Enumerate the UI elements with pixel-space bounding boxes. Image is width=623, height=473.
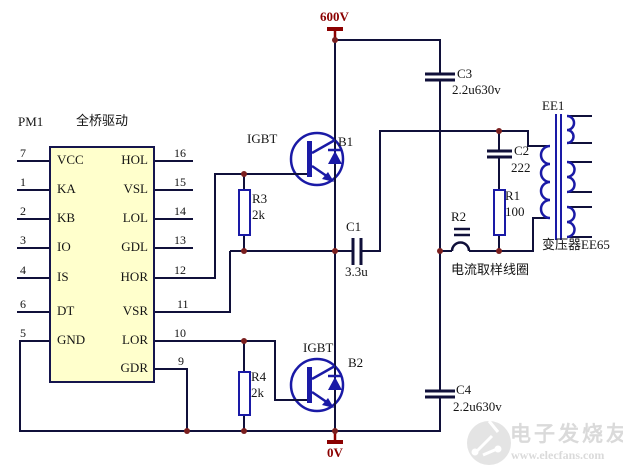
pin-label-vsl: VSL xyxy=(123,181,148,196)
igbt-b1-type-label: IGBT xyxy=(247,131,278,146)
capacitor-c1-value: 3.3u xyxy=(345,264,368,279)
igbt-b2-symbol xyxy=(307,364,342,408)
resistor-r3-value: 2k xyxy=(252,207,265,222)
pin-label-io: IO xyxy=(57,239,71,254)
pin-label-vcc: VCC xyxy=(57,152,84,167)
pin-label-gdr: GDR xyxy=(120,360,148,375)
igbt-b1-symbol xyxy=(307,138,342,182)
resistor-r1-value: 100 xyxy=(505,204,525,219)
watermark-logo-icon xyxy=(467,420,511,465)
watermark-site-name: 电子发烧友 xyxy=(510,422,623,446)
transformer-name-label: 变压器EE65 xyxy=(542,237,610,252)
transformer-ref-label: EE1 xyxy=(542,98,565,113)
pin-label-dt: DT xyxy=(57,303,75,318)
pin-number-12: 12 xyxy=(174,263,186,277)
pin-number-13: 13 xyxy=(174,233,186,247)
pin-number-10: 10 xyxy=(174,326,186,340)
capacitor-c2-value: 222 xyxy=(511,160,531,175)
pin-number-3: 3 xyxy=(20,233,26,247)
pin-label-hor: HOR xyxy=(120,269,148,284)
pin-label-vsr: VSR xyxy=(122,303,148,318)
igbt-b2-body xyxy=(289,357,345,413)
igbt-b1-ref-label: B1 xyxy=(338,134,354,149)
pin-label-ka: KA xyxy=(57,181,76,196)
pin-label-is: IS xyxy=(57,269,69,284)
igbt-b2-ref-label: B2 xyxy=(348,355,364,370)
capacitor-c4-ref: C4 xyxy=(456,382,472,397)
pin-label-kb: KB xyxy=(57,210,76,225)
pin-number-7: 7 xyxy=(20,146,26,160)
resistor-r1-ref: R1 xyxy=(505,188,521,203)
label-0v: 0V xyxy=(327,445,343,460)
igbt-b2-type-label: IGBT xyxy=(303,340,334,355)
resistor-r3-body xyxy=(238,189,251,236)
pin-label-lor: LOR xyxy=(122,332,148,347)
resistor-r4-value: 2k xyxy=(251,385,264,400)
pin-number-2: 2 xyxy=(20,204,26,218)
pin-number-14: 14 xyxy=(174,204,186,218)
pin-number-16: 16 xyxy=(174,146,186,160)
transformer-ee1-symbol xyxy=(539,114,576,240)
label-600v: 600V xyxy=(320,9,349,24)
capacitor-c4 xyxy=(425,389,455,399)
capacitor-c3-ref: C3 xyxy=(457,66,473,81)
wires xyxy=(17,39,592,432)
pin-number-5: 5 xyxy=(20,326,26,340)
pin-label-gnd: GND xyxy=(57,332,86,347)
ic-ref-label: PM1 xyxy=(18,114,44,129)
pin-number-6: 6 xyxy=(20,297,26,311)
capacitor-c2 xyxy=(487,149,512,159)
pin-label-lol: LOL xyxy=(122,210,148,225)
resistor-r3-ref: R3 xyxy=(252,191,268,206)
resistor-r4-body xyxy=(238,371,251,416)
pin-number-9: 9 xyxy=(178,354,184,368)
capacitor-c1-ref: C1 xyxy=(346,219,362,234)
watermark-site-url: www.elecfans.com xyxy=(511,448,605,462)
igbt-b1-body xyxy=(289,131,345,187)
pin-number-4: 4 xyxy=(20,263,26,277)
pin-number-15: 15 xyxy=(174,175,186,189)
ic-title-label: 全桥驱动 xyxy=(76,113,129,128)
capacitor-c3-value: 2.2u630v xyxy=(452,82,501,97)
capacitor-c1 xyxy=(351,238,363,265)
ic-body xyxy=(49,146,155,383)
pin-number-1: 1 xyxy=(20,175,26,189)
capacitor-c2-ref: C2 xyxy=(514,143,530,158)
pin-number-11: 11 xyxy=(177,297,189,311)
current-coil-r2-symbol xyxy=(450,227,471,252)
capacitor-c4-value: 2.2u630v xyxy=(453,399,502,414)
current-coil-annotation: 电流取样线圈 xyxy=(451,262,530,277)
resistor-r4-ref: R4 xyxy=(251,369,267,384)
capacitor-c3 xyxy=(425,72,455,82)
pin-label-gdl: GDL xyxy=(121,239,148,254)
resistor-r2-ref: R2 xyxy=(451,209,467,224)
pin-label-hol: HOL xyxy=(121,152,148,167)
resistor-r1-body xyxy=(493,189,506,236)
junction-dots xyxy=(184,37,502,434)
